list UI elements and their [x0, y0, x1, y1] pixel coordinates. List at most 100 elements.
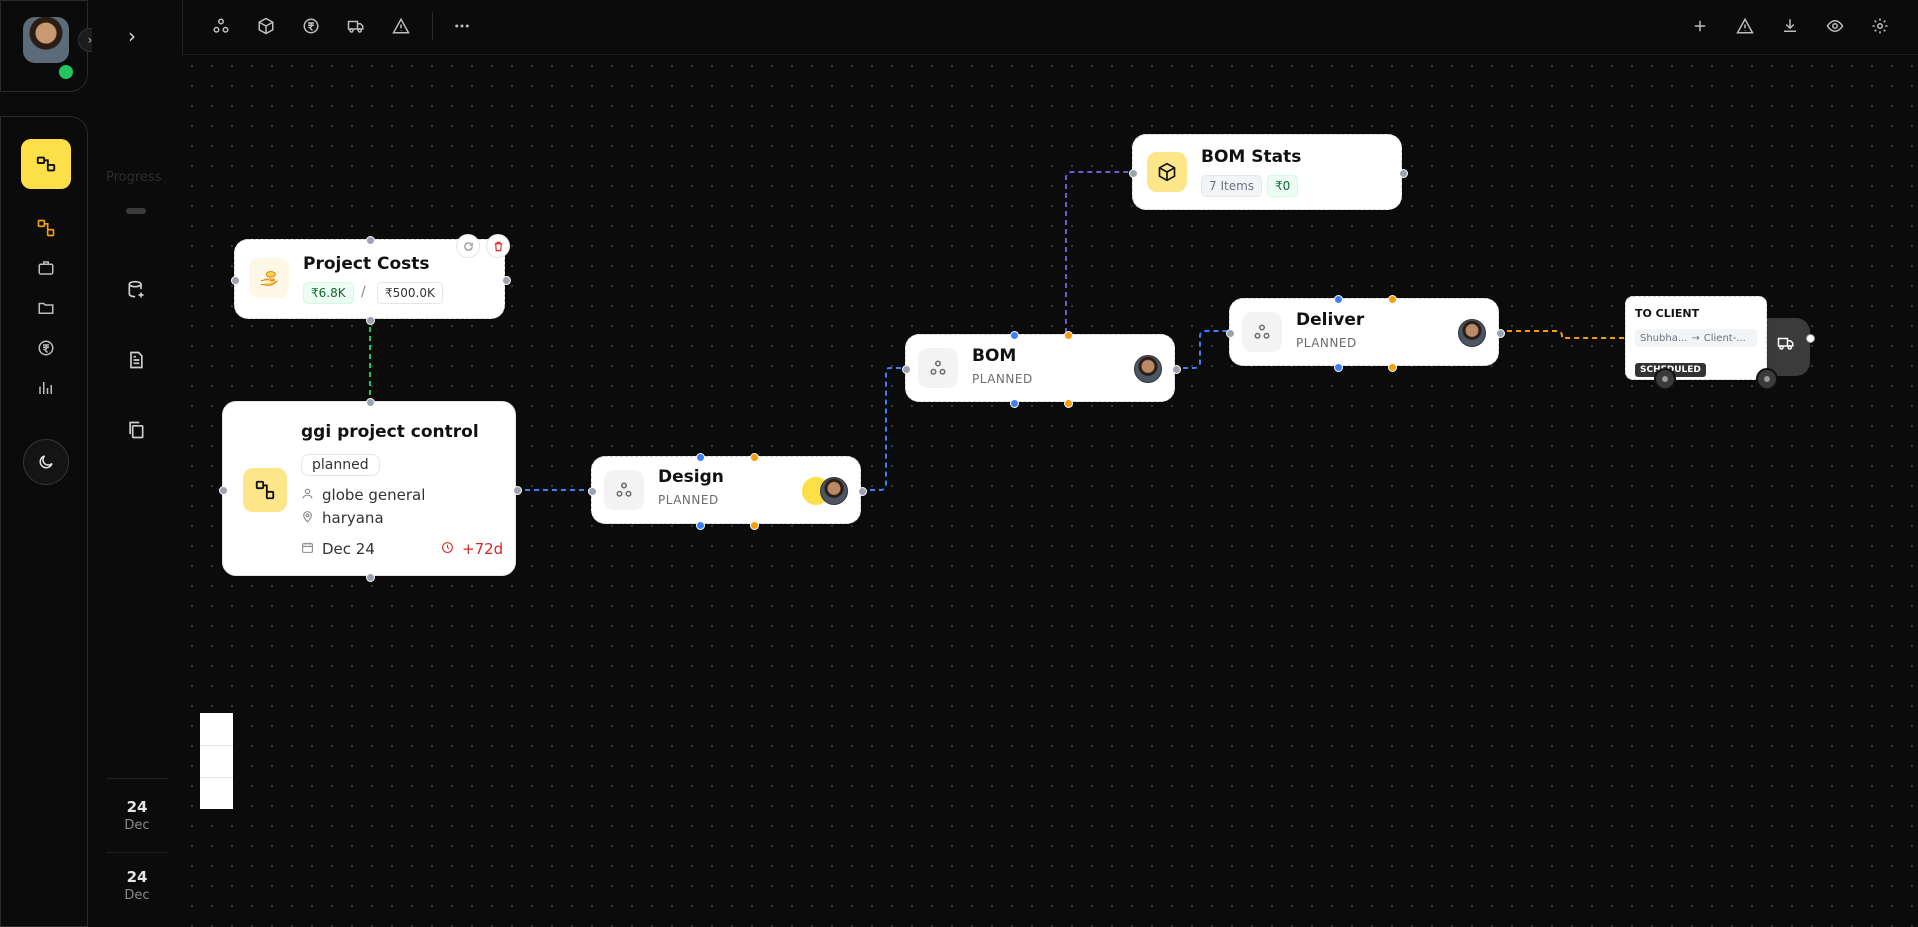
deliver-node[interactable]: Deliver PLANNED	[1226, 295, 1505, 372]
progress-label: Progress	[106, 170, 162, 185]
cost-spent-pill: ₹6.8K	[303, 282, 354, 304]
node-title: TO CLIENT	[1635, 307, 1700, 320]
node-status: PLANNED	[1296, 336, 1357, 350]
bom-stats-node[interactable]: BOM Stats 7 Items ₹0	[1129, 134, 1408, 210]
handle-bottom[interactable]	[366, 573, 375, 582]
avatar[interactable]	[23, 17, 69, 63]
plus-icon[interactable]	[1688, 14, 1712, 38]
date-block: 24 Dec	[92, 868, 182, 903]
bom-node[interactable]: BOM PLANNED	[902, 331, 1181, 408]
warning-icon[interactable]	[1733, 14, 1757, 38]
handle-bottom[interactable]	[750, 521, 759, 530]
handle-top[interactable]	[1334, 295, 1343, 304]
flow-canvas[interactable]	[182, 56, 1918, 927]
handle-top[interactable]	[750, 453, 759, 462]
hierarchy-icon[interactable]	[21, 139, 71, 189]
expand-chevron-icon[interactable]: ›	[128, 24, 136, 48]
bar-chart-icon[interactable]	[35, 377, 57, 399]
box-icon[interactable]	[254, 14, 278, 38]
nodes-icon	[918, 348, 958, 388]
warning-icon[interactable]	[389, 14, 413, 38]
delay-value: +72d	[462, 540, 504, 558]
cost-separator: /	[361, 284, 366, 300]
node-status: PLANNED	[972, 372, 1033, 386]
hierarchy-icon	[243, 468, 287, 512]
avatar[interactable]	[820, 477, 848, 505]
folder-icon[interactable]	[35, 297, 57, 319]
design-node[interactable]: Design PLANNED	[588, 453, 867, 530]
date-row: Dec 24	[301, 540, 375, 558]
handle-right[interactable]	[1172, 365, 1181, 374]
node-status: PLANNED	[658, 493, 719, 507]
handle-bottom[interactable]	[1064, 399, 1073, 408]
minimap-strip[interactable]	[200, 713, 233, 809]
handle-bottom[interactable]	[1010, 399, 1019, 408]
rupee-icon[interactable]	[35, 337, 57, 359]
box-icon	[1147, 152, 1187, 192]
handle-top[interactable]	[696, 453, 705, 462]
handle-top[interactable]	[1388, 295, 1397, 304]
handle-left[interactable]	[1129, 169, 1138, 178]
node-title: BOM	[972, 346, 1017, 366]
more-icon[interactable]	[450, 14, 474, 38]
handle-right[interactable]	[1806, 334, 1815, 343]
refresh-icon[interactable]	[456, 234, 480, 258]
secondary-panel: › Progress 24 Dec 24 Dec	[92, 0, 183, 927]
handle-right[interactable]	[502, 276, 511, 285]
handle-top[interactable]	[1010, 331, 1019, 340]
handle-left[interactable]	[588, 487, 597, 496]
user-panel	[0, 0, 88, 92]
briefcase-icon[interactable]	[35, 257, 57, 279]
to-client-node[interactable]: TO CLIENT Shubha... → Client-... SCHEDUL…	[1625, 296, 1767, 380]
download-icon[interactable]	[1778, 14, 1802, 38]
eye-icon[interactable]	[1823, 14, 1847, 38]
nodes-icon	[1242, 312, 1282, 352]
nodes-icon[interactable]	[209, 14, 233, 38]
handle-right[interactable]	[858, 487, 867, 496]
handle-bottom[interactable]	[1388, 363, 1397, 372]
project-node[interactable]: ggi project control planned globe genera…	[219, 398, 522, 582]
gear-icon[interactable]	[1868, 14, 1892, 38]
arrow-right-icon: →	[1691, 332, 1700, 344]
workflow-icon[interactable]	[35, 217, 57, 239]
handle-top[interactable]	[1064, 331, 1073, 340]
date-day: 24	[126, 798, 148, 816]
avatar[interactable]	[1458, 319, 1486, 347]
document-icon[interactable]	[124, 348, 148, 372]
delete-icon[interactable]	[486, 234, 510, 258]
handle-right[interactable]	[1496, 329, 1505, 338]
node-title: Design	[658, 467, 724, 487]
status-badge: planned	[301, 454, 380, 476]
handle-top[interactable]	[366, 398, 375, 407]
moon-icon[interactable]	[23, 439, 69, 485]
date-day: 24	[126, 868, 148, 886]
handle-left[interactable]	[902, 365, 911, 374]
top-toolbar	[182, 0, 1918, 55]
handle-left[interactable]	[231, 276, 240, 285]
location-name: haryana	[322, 509, 384, 527]
handle-right[interactable]	[1399, 169, 1408, 178]
rupee-icon[interactable]	[299, 14, 323, 38]
truck-icon	[1776, 334, 1796, 356]
truck-wheel	[1756, 368, 1778, 390]
truck-wheel	[1654, 368, 1676, 390]
cost-pill: ₹0	[1267, 175, 1299, 197]
handle-left[interactable]	[219, 486, 228, 495]
database-add-icon[interactable]	[124, 278, 148, 302]
date-month: Dec	[124, 888, 150, 903]
handle-bottom[interactable]	[366, 316, 375, 325]
handle-left[interactable]	[1226, 329, 1235, 338]
clock-icon	[441, 540, 454, 558]
handle-bottom[interactable]	[1334, 363, 1343, 372]
handle-right[interactable]	[513, 486, 522, 495]
delay-row: +72d	[441, 540, 503, 558]
project-title: ggi project control	[301, 422, 479, 442]
avatar[interactable]	[1134, 355, 1162, 383]
handle-bottom[interactable]	[696, 521, 705, 530]
copy-document-icon[interactable]	[124, 418, 148, 442]
client-name: globe general	[322, 486, 426, 504]
route-from: Shubha...	[1640, 332, 1688, 344]
handle-top[interactable]	[366, 236, 375, 245]
truck-icon[interactable]	[344, 14, 368, 38]
date-month: Dec	[124, 818, 150, 833]
